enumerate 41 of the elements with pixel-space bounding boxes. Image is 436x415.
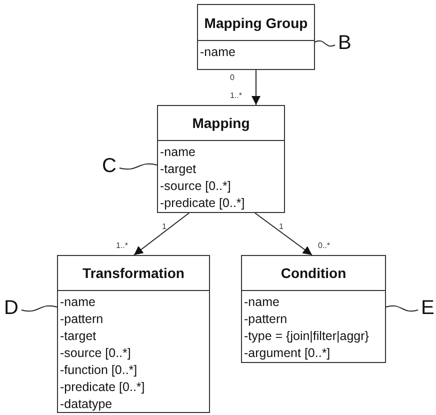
callout-letter: B <box>338 32 352 54</box>
multiplicity-label: 1..* <box>116 241 128 250</box>
class-box <box>197 4 315 70</box>
multiplicity-label: 1 <box>162 222 166 231</box>
association-arrow <box>252 70 260 106</box>
attribute-text: -source [0..*] <box>160 178 231 195</box>
attribute-text: -datatype <box>60 396 112 413</box>
class-name: Mapping Group <box>204 14 308 30</box>
multiplicity-label: 1..* <box>230 91 242 100</box>
attribute-text: -pattern <box>60 311 104 328</box>
class-name: Condition <box>280 265 346 281</box>
leader-line <box>20 305 58 312</box>
multiplicity-label: 0 <box>230 73 234 82</box>
attribute-text: -argument [0..*] <box>244 345 330 362</box>
multiplicity-label: 1 <box>279 222 284 231</box>
callout-letter: D <box>4 297 18 319</box>
attribute-text: -source [0..*] <box>60 345 131 362</box>
association-arrow <box>254 212 312 256</box>
leader-line <box>118 163 158 170</box>
leader-line <box>386 305 418 312</box>
attribute-text: -pattern <box>244 311 288 328</box>
class-name: Mapping <box>192 115 250 131</box>
attribute-text: -function [0..*] <box>60 362 138 379</box>
attribute-text: -predicate [0..*] <box>60 379 145 396</box>
attribute-text: -type = {join|filter|aggr} <box>244 328 369 345</box>
leader-line <box>314 40 336 47</box>
callout-letter: E <box>421 297 434 319</box>
class-box <box>57 255 210 413</box>
class-box <box>157 105 285 213</box>
association-arrow <box>134 212 190 256</box>
callout-letter: C <box>102 155 116 177</box>
attribute-text: -predicate [0..*] <box>160 195 245 212</box>
attribute-text: -name <box>200 44 236 61</box>
multiplicity-label: 0..* <box>318 241 330 250</box>
class-name: Transformation <box>82 265 184 281</box>
attribute-text: -name <box>244 294 280 311</box>
attribute-text: -target <box>60 328 96 345</box>
attribute-text: -target <box>160 161 196 178</box>
attribute-text: -name <box>160 144 196 161</box>
attribute-text: -name <box>60 294 96 311</box>
class-box <box>241 255 386 363</box>
